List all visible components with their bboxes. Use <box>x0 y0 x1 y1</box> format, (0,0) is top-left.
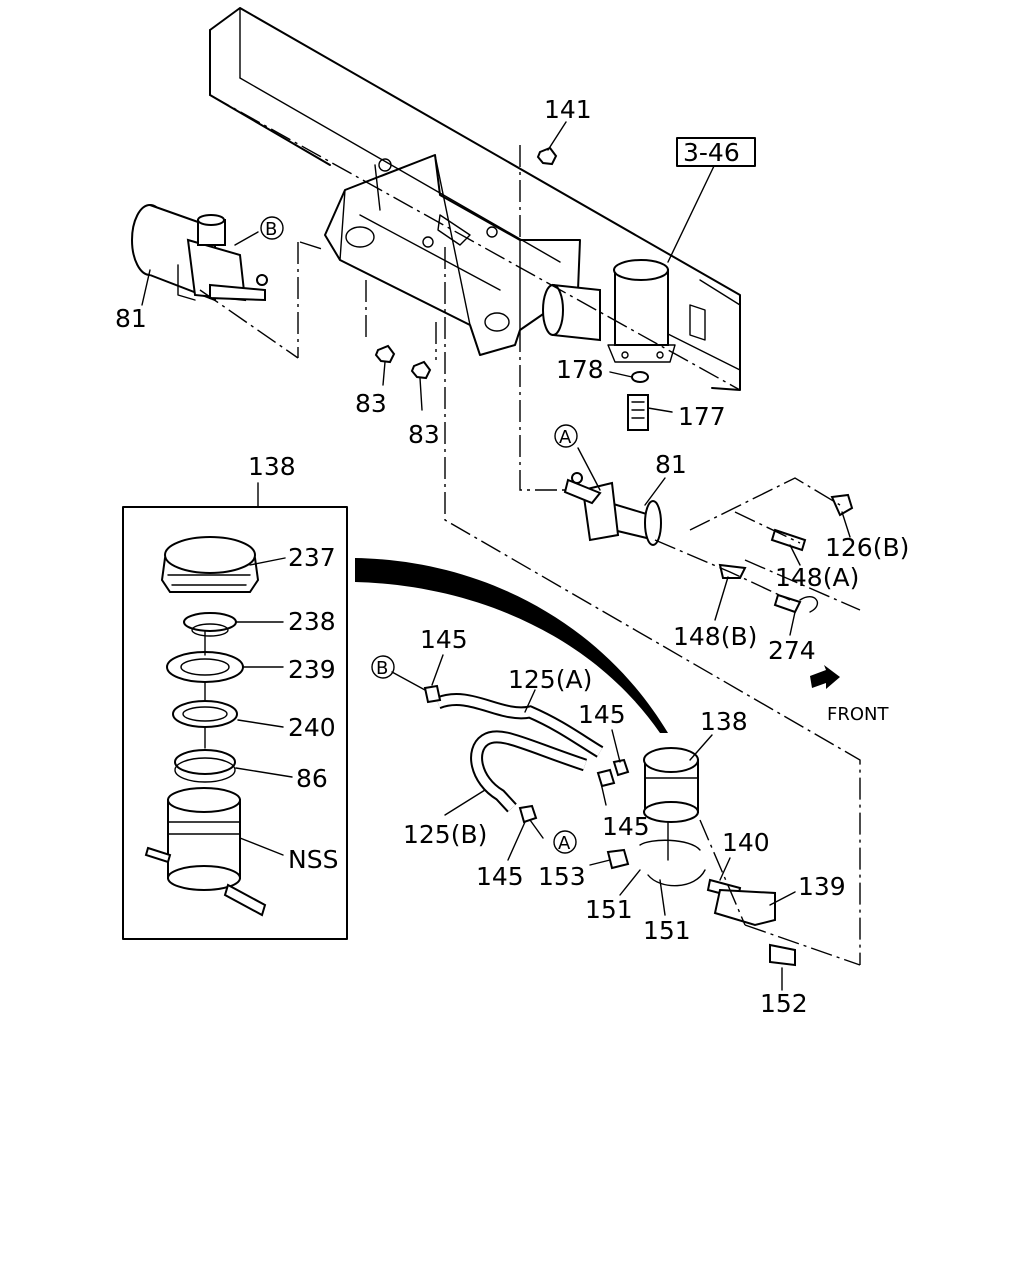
label-81-middle: 81 <box>655 450 687 479</box>
label-239: 239 <box>288 655 336 684</box>
label-front: FRONT <box>827 704 889 725</box>
label-139: 139 <box>798 872 846 901</box>
frame-rail <box>209 7 741 391</box>
power-steering-pump-upper <box>131 204 268 302</box>
label-138-lower: 138 <box>700 707 748 736</box>
label-nss: NSS <box>288 845 338 874</box>
label-3-46: 3-46 <box>683 138 740 167</box>
label-178: 178 <box>556 355 604 384</box>
label-83-b: 83 <box>408 420 440 449</box>
connection-lines <box>199 94 861 966</box>
hoses <box>435 693 604 813</box>
label-b-lower: B <box>376 658 388 679</box>
label-b-upper: B <box>265 219 277 240</box>
air-dryer-assembly <box>542 259 706 363</box>
label-125b: 125(B) <box>403 820 487 849</box>
small-nuts <box>374 146 649 431</box>
label-152: 152 <box>760 989 808 1018</box>
label-237: 237 <box>288 543 336 572</box>
label-153: 153 <box>538 862 586 891</box>
label-145-bottom: 145 <box>476 862 524 891</box>
assembly-arrow <box>355 558 668 733</box>
label-a-middle: A <box>559 427 572 448</box>
label-a-lower: A <box>558 833 571 854</box>
label-83-a: 83 <box>355 389 387 418</box>
label-177: 177 <box>678 402 726 431</box>
label-86: 86 <box>296 764 328 793</box>
front-arrow <box>810 665 840 689</box>
label-145-mid: 145 <box>602 812 650 841</box>
leader-lines <box>141 121 851 991</box>
label-238: 238 <box>288 607 336 636</box>
label-125a: 125(A) <box>508 665 592 694</box>
label-140: 140 <box>722 828 770 857</box>
label-151-b: 151 <box>643 916 691 945</box>
label-148b: 148(B) <box>673 622 757 651</box>
label-145-right: 145 <box>578 700 626 729</box>
label-240: 240 <box>288 713 336 742</box>
label-141: 141 <box>544 95 592 124</box>
callout-circle-b-upper <box>260 216 284 240</box>
ref-box-3-46 <box>676 137 756 167</box>
pump-bracket <box>324 154 581 356</box>
label-151-a: 151 <box>585 895 633 924</box>
lower-reservoir <box>423 684 796 967</box>
callout-circle-b-lower <box>371 655 395 679</box>
part-labels: 141 3-46 B 81 83 83 178 177 A 81 126(B) … <box>115 95 909 1018</box>
label-145-top: 145 <box>420 625 468 654</box>
label-148a: 148(A) <box>775 563 859 592</box>
label-138-box: 138 <box>248 452 296 481</box>
fittings-right <box>718 493 854 614</box>
label-274: 274 <box>768 636 816 665</box>
label-81-upper: 81 <box>115 304 147 333</box>
label-126b: 126(B) <box>825 533 909 562</box>
callout-circle-a-middle <box>554 424 578 448</box>
power-steering-pump-middle <box>563 472 662 546</box>
callout-circle-a-lower <box>553 830 577 854</box>
